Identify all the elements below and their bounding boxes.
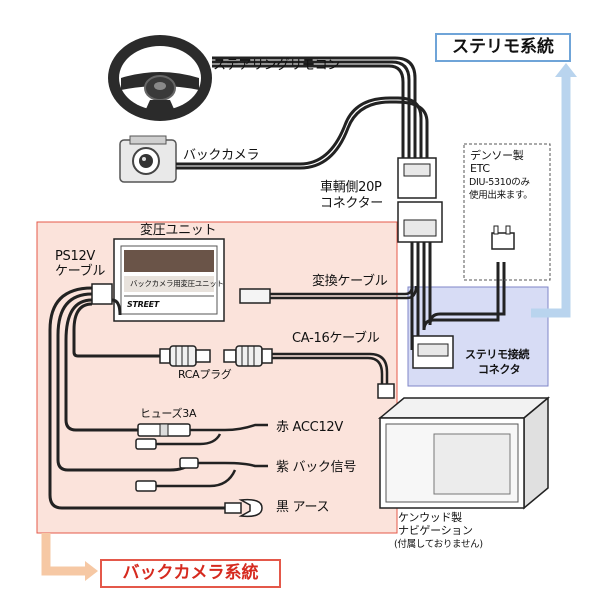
transformer-plate-text: バックカメラ用変圧ユニット (130, 279, 224, 288)
stereo-remote-connector-icon (412, 335, 454, 369)
main-harness-wires (176, 56, 429, 170)
ca16-cable (272, 352, 389, 385)
etc-connector-icon (491, 225, 515, 250)
rca-plug-label: RCAプラグ (178, 368, 232, 381)
denso-etc-box (463, 143, 551, 281)
vehicle-20p-label-line2: コネクター (320, 196, 383, 211)
steering-remote-label: ステアリングリモコン (213, 58, 341, 73)
stereo-system-arrow (531, 63, 577, 318)
ps12v-label-line2: ケーブル (55, 264, 106, 279)
earth-terminal-icon (224, 498, 263, 518)
denso-label-line1: デンソー製 (470, 149, 524, 162)
back-signal-branch-wire (156, 469, 237, 488)
back-camera-label: バックカメラ (183, 148, 260, 163)
stereo-connector-label-line2: コネクタ (478, 363, 521, 376)
vehicle-20p-label-line1: 車輌側20P (320, 180, 382, 195)
acc-branch-wire (155, 433, 222, 446)
denso-label-line2: ETC (470, 162, 490, 175)
rca-plug-male-icon (223, 345, 273, 367)
purple-back-label: 紫 バック信号 (276, 460, 357, 475)
kenwood-label-line2: ナビゲーション (398, 524, 473, 537)
connector-down-wires (410, 242, 506, 350)
conversion-cable (239, 285, 418, 304)
ca16-connector-icon (377, 383, 395, 399)
ps12v-label-line1: PS12V (55, 249, 96, 264)
black-earth-label: 黒 アース (276, 500, 330, 515)
fuse-label: ヒューズ3A (140, 407, 197, 420)
steering-wheel-icon (108, 35, 212, 121)
stereo-system-title: ステリモ系統 (435, 33, 571, 62)
vehicle-20p-connector-icon (397, 157, 443, 243)
denso-label-line4: 使用出来ます。 (469, 190, 533, 201)
stereo-connector-label-line1: ステリモ接続 (465, 348, 530, 361)
back-camera-system-title: バックカメラ系統 (100, 559, 281, 588)
back-camera-icon (119, 135, 177, 183)
rca-plug-female-icon (159, 345, 211, 367)
kenwood-navigation-icon (377, 396, 551, 510)
acc-wire (190, 423, 268, 432)
acc-terminal-icon (135, 438, 157, 450)
kenwood-label-line1: ケンウッド製 (398, 511, 462, 524)
red-acc-label: 赤 ACC12V (276, 420, 343, 435)
denso-label-line3: DIU-5310のみ (469, 177, 530, 188)
transformer-brand: STREET (127, 300, 159, 309)
transformer-unit-title: 変圧ユニット (140, 223, 217, 238)
ca16-cable-label: CA-16ケーブル (292, 331, 380, 346)
kenwood-note: (付属しておりません) (394, 539, 483, 550)
conversion-cable-label: 変換ケーブル (312, 274, 388, 289)
fuse-holder-icon (137, 423, 191, 437)
back-signal-wire (198, 461, 268, 468)
transformer-unit-icon (113, 238, 225, 322)
ps12v-connector-icon (91, 283, 113, 305)
back-camera-system-arrow (41, 533, 98, 581)
